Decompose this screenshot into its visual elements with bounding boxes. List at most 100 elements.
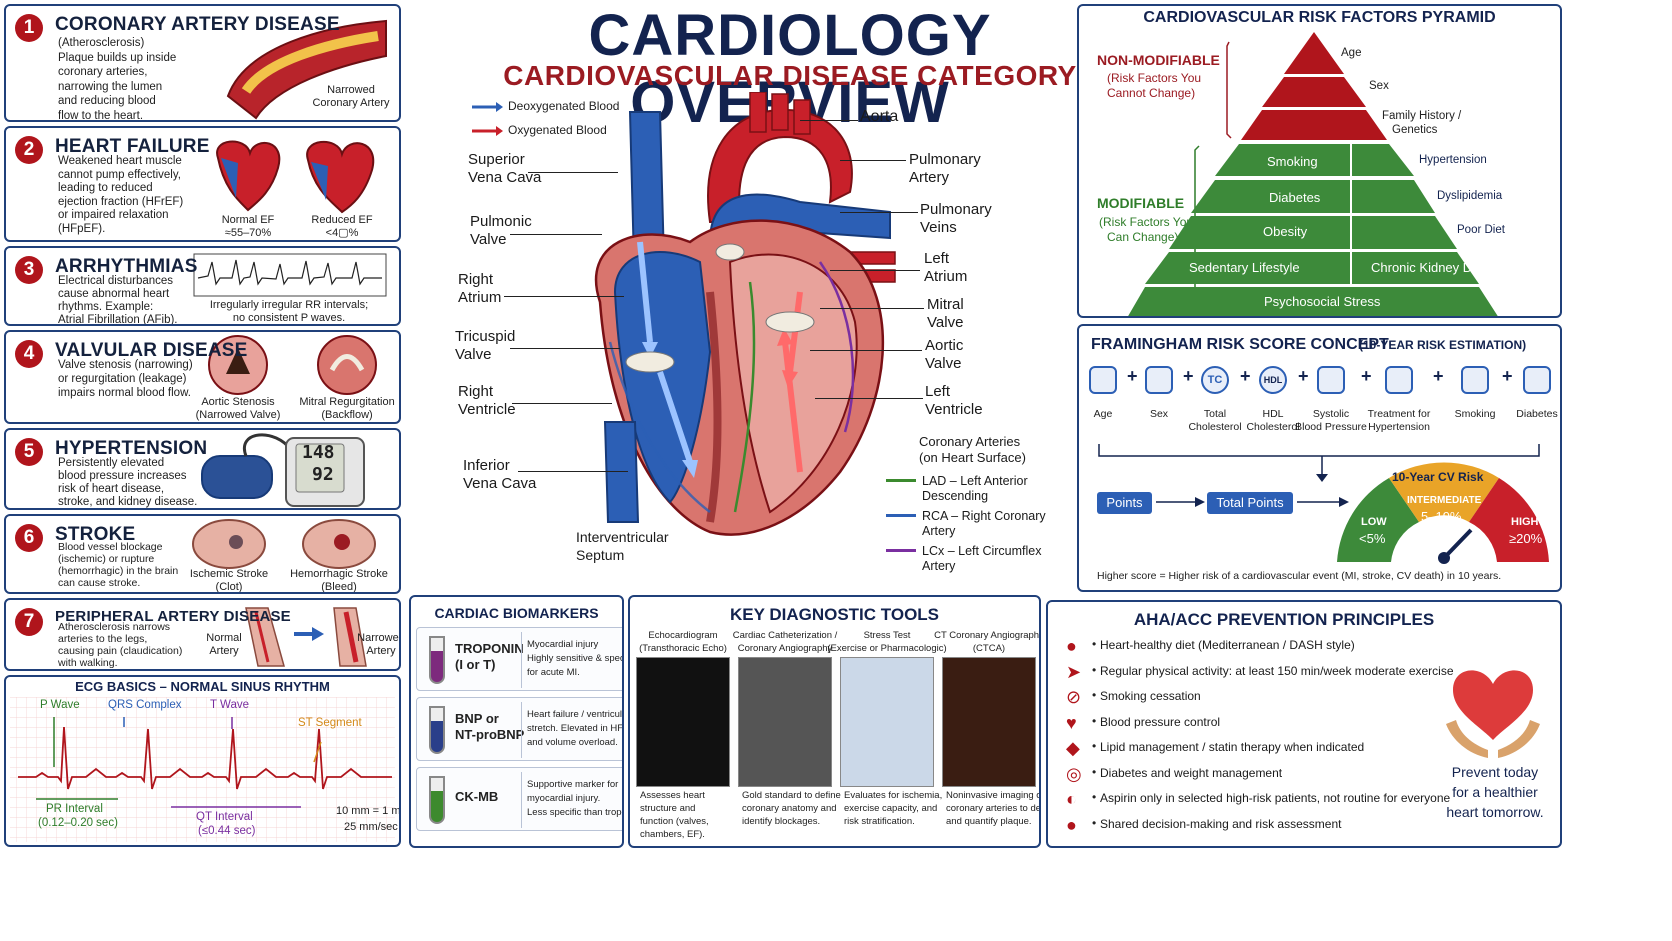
heart-leader-line	[820, 308, 924, 309]
coronary-swatch	[886, 514, 916, 517]
plus-sign: +	[1240, 366, 1251, 386]
illustration-caption: Hemorrhagic Stroke	[290, 568, 388, 580]
disease-title: HYPERTENSION	[55, 438, 208, 459]
heart-failure-illustration	[216, 140, 375, 214]
risk-factor-label: Treatment for	[1367, 408, 1431, 420]
diagnostic-image	[840, 657, 934, 787]
heart-leader-line	[800, 120, 858, 121]
modifiable-sub-1: (Risk Factors You	[1099, 215, 1194, 229]
disease-title: VALVULAR DISEASE	[55, 340, 248, 361]
disease-title: ARRHYTHMIAS	[55, 256, 198, 277]
biomarker-name: NT-proBNP	[455, 727, 525, 742]
narrowed-artery-illustration	[226, 19, 387, 120]
legend-deoxy-label: Deoxygenated Blood	[508, 99, 620, 113]
qt-interval-label: QT Interval	[196, 811, 253, 823]
illustration-caption: ≈55–70%	[224, 227, 272, 239]
disease-description-line: coronary arteries,	[58, 66, 148, 78]
gauge-title: 10-Year CV Risk	[1392, 470, 1484, 484]
pyramid-modifiable-label: Hypertension	[1419, 154, 1487, 166]
risk-factor-label: HDL	[1262, 408, 1284, 420]
bullet: •	[1092, 764, 1097, 779]
diagnostic-image	[942, 657, 1036, 787]
ecg-graph	[10, 697, 395, 842]
pyramid-modifiable-label: Psychosocial Stress	[1264, 294, 1381, 309]
disease-description-line: Blood vessel blockage	[58, 541, 163, 553]
bullet: •	[1092, 713, 1097, 728]
illustration-caption: Coronary Artery	[312, 97, 390, 109]
points-box: Points	[1097, 492, 1152, 514]
gauge-low: LOW	[1361, 516, 1387, 528]
heart-label-left: Vena Cava	[468, 169, 542, 186]
illustration-caption: Artery	[366, 645, 396, 657]
disease-description-line: impairs normal blood flow.	[58, 387, 191, 399]
prevention-item-icon: ◎	[1066, 763, 1082, 784]
biomarker-description: myocardial injury.	[527, 793, 601, 804]
framingham-flow	[1098, 444, 1549, 564]
heart-label-right: Valve	[927, 314, 964, 331]
diagnostic-description: structure and	[640, 803, 696, 814]
illustration-caption: Ischemic Stroke	[189, 568, 269, 580]
legend-oxy-label: Oxygenated Blood	[508, 123, 607, 137]
disease-number-badge: 6	[15, 524, 43, 552]
heart-label-right: Mitral	[927, 296, 964, 313]
heart-label-right: Veins	[920, 219, 957, 236]
risk-factor-icon: HDL	[1259, 366, 1287, 394]
plus-sign: +	[1502, 366, 1513, 386]
disease-description-line: Electrical disturbances	[58, 275, 174, 287]
diagnostic-tool-column: Stress Test(Exercise or Pharmacologic)Ev…	[827, 627, 946, 846]
biomarker-description: and volume overload.	[527, 737, 618, 748]
illustration-caption: Irregularly irregular RR intervals;	[209, 299, 369, 311]
prevention-item-icon: ◐	[1066, 789, 1077, 809]
risk-factor-label: Blood Pressure	[1295, 421, 1367, 433]
biomarker-description: Myocardial injury	[527, 639, 599, 650]
prevention-item-icon: ➤	[1066, 661, 1082, 682]
heart-label-left: Inferior	[463, 457, 510, 474]
disease-description-line: blood pressure increases	[58, 470, 187, 482]
heart-leader-line	[504, 296, 624, 297]
framingham-panel: FRAMINGHAM RISK SCORE CONCEPT (10-YEAR R…	[1077, 324, 1562, 592]
risk-pyramid-panel: CARDIOVASCULAR RISK FACTORS PYRAMID NON-…	[1077, 4, 1562, 318]
heart-hands-icon	[1446, 670, 1540, 758]
modifiable-sub-2: Can Change)	[1107, 230, 1179, 244]
heart-label-left: Right	[458, 271, 494, 288]
heart-label-left: Ventricle	[458, 401, 516, 418]
plus-sign: +	[1127, 366, 1138, 386]
disease-number-badge: 4	[15, 340, 43, 368]
disease-description-line: (Atherosclerosis)	[58, 37, 145, 49]
divider	[521, 702, 522, 758]
risk-factor-label: Age	[1093, 408, 1113, 420]
heart-label-left: Right	[458, 383, 494, 400]
prevention-item: Blood pressure control	[1100, 714, 1221, 729]
prevention-item: Aspirin only in selected high-risk patie…	[1100, 791, 1451, 805]
illustration-caption: Artery	[209, 645, 239, 657]
disease-title: HEART FAILURE	[55, 136, 210, 157]
disease-description-line: or regurgitation (leakage)	[58, 373, 187, 385]
illustration-caption: (Narrowed Valve)	[195, 409, 281, 421]
pyramid-title: CARDIOVASCULAR RISK FACTORS PYRAMID	[1143, 9, 1496, 26]
disease-number-badge: 2	[15, 136, 43, 164]
divider	[521, 772, 522, 828]
biomarker-description: Less specific than troponin.	[527, 807, 622, 818]
prevention-item-icon: ◆	[1066, 738, 1080, 758]
diagnostic-image	[738, 657, 832, 787]
heart-leader-line	[840, 212, 918, 213]
disease-title: STROKE	[55, 524, 136, 545]
risk-factor-icon	[1385, 366, 1413, 394]
framingham-note: Higher score = Higher risk of a cardiova…	[1097, 570, 1502, 582]
disease-description-line: flow to the heart.	[58, 109, 144, 122]
pyramid-nonmodifiable-label: Sex	[1369, 80, 1389, 92]
septum-label: Interventricular	[576, 529, 669, 545]
coronary-label: LCx – Left Circumflex	[922, 544, 1042, 558]
prevention-item: Diabetes and weight management	[1100, 765, 1283, 780]
brain-illustrations	[192, 519, 376, 569]
heart-label-right: Atrium	[924, 268, 968, 285]
gauge-mid: INTERMEDIATE	[1407, 495, 1482, 506]
biomarker-description: stretch. Elevated in HF	[527, 723, 624, 734]
disease-description-line: Weakened heart muscle	[58, 155, 182, 167]
biomarker-description: Heart failure / ventricular	[527, 709, 624, 720]
nonmodifiable-sub-2: Cannot Change)	[1107, 86, 1196, 100]
